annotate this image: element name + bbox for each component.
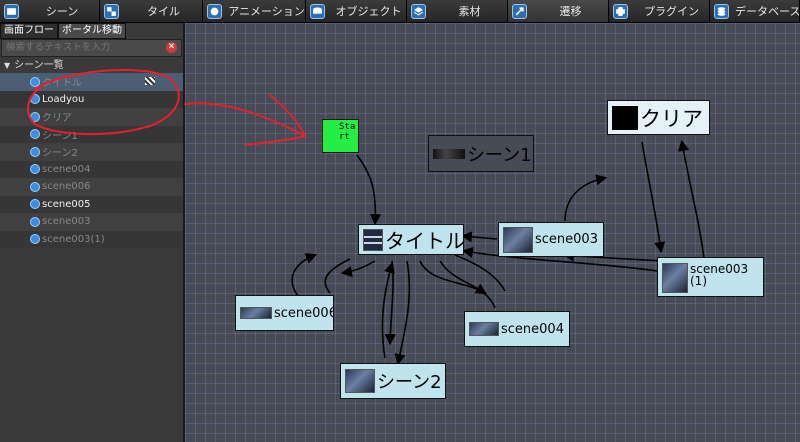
list-item-scene[interactable]: Loadyou — [0, 90, 183, 108]
scene-node-scene006[interactable]: scene006 — [235, 295, 334, 331]
scene-icon — [30, 146, 40, 157]
list-item-scene[interactable]: scene003 — [0, 213, 183, 231]
scene-node-scene003-1[interactable]: scene003(1) — [657, 257, 764, 297]
main-tab-bar: シーン タイル アニメーション オブジェクト 素材 遷移 プラグイン データベー… — [0, 0, 800, 23]
close-icon[interactable]: ✕ — [166, 42, 177, 53]
tab-animation[interactable]: アニメーション — [203, 0, 306, 22]
list-item-scene[interactable]: シーン2 — [0, 143, 183, 161]
scene-tree-header[interactable]: ▼シーン一覧 — [4, 60, 64, 71]
scene-node-scene2[interactable]: シーン2 — [340, 363, 446, 399]
scene-thumbnail — [240, 307, 272, 319]
scene-icon — [30, 129, 40, 140]
scene-thumbnail — [469, 322, 499, 336]
list-item-scene[interactable]: scene003(1) — [0, 230, 183, 248]
checkered-flag-icon — [145, 77, 155, 85]
tile-icon — [104, 3, 119, 19]
scene-node-clear[interactable]: クリア — [607, 100, 710, 135]
scene-list: タイトル Loadyou クリア シーン1 シーン2 scene004 scen… — [0, 73, 183, 248]
scene-node-title[interactable]: タイトル — [358, 224, 464, 255]
list-item-scene[interactable]: scene004 — [0, 160, 183, 178]
tab-scene[interactable]: シーン — [0, 0, 100, 22]
scene-icon — [30, 76, 40, 87]
plugin-icon — [613, 3, 628, 19]
scene-icon — [4, 3, 19, 19]
scene-icon — [30, 216, 40, 227]
transition-arrows — [291, 139, 706, 366]
scene-node-scene004[interactable]: scene004 — [464, 311, 570, 347]
tab-plugin[interactable]: プラグイン — [609, 0, 710, 22]
list-item-scene[interactable]: クリア — [0, 108, 183, 126]
list-item-scene[interactable]: scene005 — [0, 195, 183, 213]
tab-database[interactable]: データベース — [710, 0, 800, 22]
panel-subtabs: 画面フロー ポータル移動 — [0, 23, 183, 39]
flow-canvas[interactable]: Start タイトル クリア シーン1 scene003 scene003(1)… — [185, 23, 800, 442]
transition-icon — [512, 3, 527, 19]
scene-icon — [30, 164, 40, 175]
scene-icon — [30, 181, 40, 192]
scene-thumbnail — [662, 263, 688, 293]
scene-thumbnail — [363, 228, 383, 251]
scene-thumbnail — [433, 148, 465, 159]
search-box: ✕ — [1, 39, 182, 57]
tab-tile[interactable]: タイル — [100, 0, 203, 22]
list-item-scene[interactable]: scene006 — [0, 178, 183, 196]
scene-icon — [30, 94, 40, 105]
tab-transition[interactable]: 遷移 — [508, 0, 609, 22]
animation-icon — [207, 3, 222, 19]
subtab-screen-flow[interactable]: 画面フロー — [0, 23, 58, 39]
scene-icon — [30, 111, 40, 122]
scene-list-panel: 画面フロー ポータル移動 ✕ ▼シーン一覧 タイトル Loadyou クリア シ… — [0, 23, 185, 442]
scene-icon — [30, 199, 40, 210]
scene-thumbnail — [612, 105, 638, 130]
material-icon — [411, 3, 426, 19]
search-input[interactable] — [4, 40, 168, 54]
scene-icon — [30, 234, 40, 245]
tab-material[interactable]: 素材 — [407, 0, 508, 22]
subtab-portal-move[interactable]: ポータル移動 — [58, 23, 126, 39]
database-icon — [714, 3, 729, 19]
tab-object[interactable]: オブジェクト — [306, 0, 407, 22]
scene-thumbnail — [345, 369, 375, 393]
object-icon — [310, 3, 325, 19]
scene-node-scene003[interactable]: scene003 — [498, 222, 604, 257]
list-item-scene[interactable]: タイトル — [0, 73, 183, 91]
list-item-scene[interactable]: シーン1 — [0, 125, 183, 143]
start-node[interactable]: Start — [322, 119, 359, 153]
caret-down-icon[interactable]: ▼ — [4, 61, 11, 70]
scene-thumbnail — [503, 226, 533, 253]
scene-node-scene1[interactable]: シーン1 — [428, 135, 534, 172]
